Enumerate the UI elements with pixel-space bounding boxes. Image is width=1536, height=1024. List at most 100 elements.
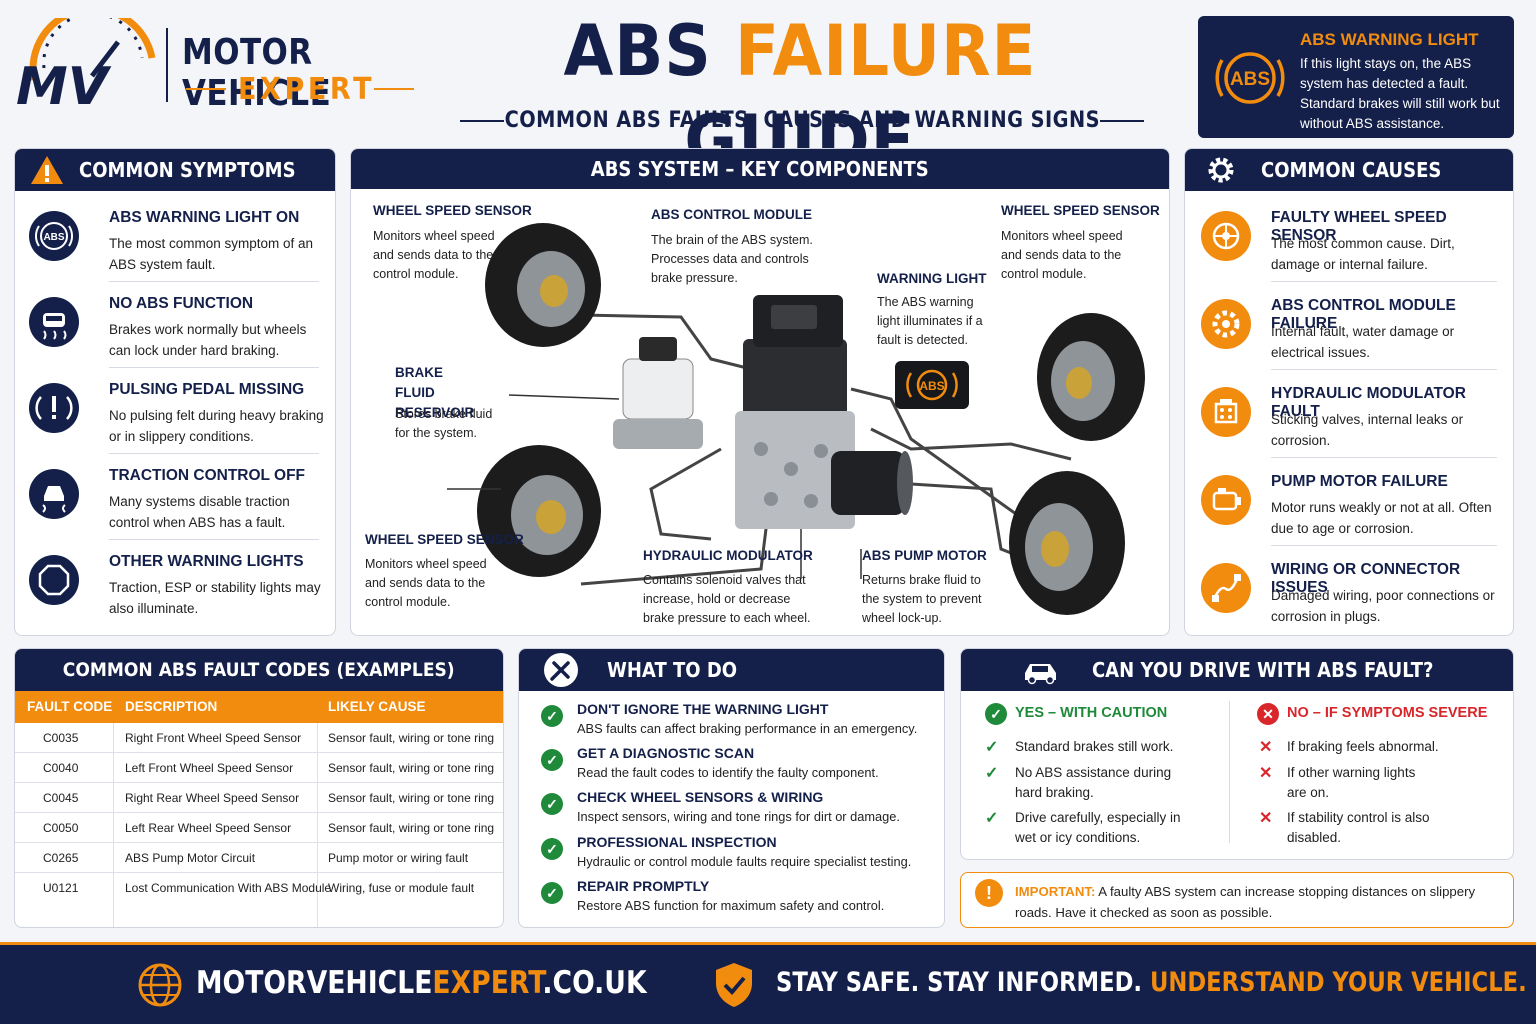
symptom-heading: PULSING PEDAL MISSING bbox=[109, 381, 305, 398]
gear-icon bbox=[1208, 157, 1234, 183]
cause-desc: Internal fault, water damage or electric… bbox=[1271, 324, 1455, 360]
label-abs-pump-motor: ABS PUMP MOTOR bbox=[862, 548, 987, 563]
check-icon: ✓ bbox=[541, 838, 563, 860]
abs-system-diagram: ABS bbox=[447, 223, 1145, 615]
wheel-front-left bbox=[485, 223, 601, 347]
octagon-icon bbox=[29, 555, 79, 605]
motor-icon bbox=[1201, 475, 1251, 525]
symptom-desc: No pulsing felt during heavy braking or … bbox=[109, 408, 324, 444]
symptom-item: NO ABS FUNCTION Brakes work normally but… bbox=[15, 283, 335, 368]
globe-icon bbox=[138, 963, 182, 1007]
check-icon: ✓ bbox=[541, 882, 563, 904]
check-circle-icon: ✓ bbox=[985, 703, 1007, 725]
symptom-heading: ABS WARNING LIGHT ON bbox=[109, 209, 300, 226]
label-warning-light: WARNING LIGHT bbox=[877, 271, 987, 286]
symptom-heading: OTHER WARNING LIGHTS bbox=[109, 553, 304, 570]
symptom-item: TRACTION CONTROL OFF Many systems disabl… bbox=[15, 455, 335, 540]
svg-text:ABS: ABS bbox=[43, 232, 64, 243]
cause-desc: Motor runs weakly or not at all. Often d… bbox=[1271, 500, 1492, 536]
modulator-icon bbox=[1201, 387, 1251, 437]
can-you-drive-panel: CAN YOU DRIVE WITH ABS FAULT? ✓ YES – WI… bbox=[960, 648, 1514, 860]
abs-module-assembly bbox=[735, 295, 913, 529]
logo-divider bbox=[166, 28, 168, 102]
causes-panel: COMMON CAUSES FAULTY WHEEL SPEED SENSOR … bbox=[1184, 148, 1514, 636]
table-row: C0040 Left Front Wheel Speed Sensor Sens… bbox=[15, 753, 503, 783]
wheel-rear-right bbox=[1009, 471, 1125, 615]
cause-item: ABS CONTROL MODULE FAILURE Internal faul… bbox=[1185, 285, 1513, 370]
column-header: LIKELY CAUSE bbox=[328, 699, 426, 714]
x-icon: ✕ bbox=[1259, 810, 1273, 827]
svg-text:ABS: ABS bbox=[919, 379, 944, 393]
symptom-heading: NO ABS FUNCTION bbox=[109, 295, 254, 312]
fault-codes-header: COMMON ABS FAULT CODES (EXAMPLES) bbox=[15, 649, 503, 691]
wheel-sensor-icon bbox=[1201, 211, 1251, 261]
wrench-screwdriver-icon bbox=[544, 653, 578, 687]
car-icon bbox=[1025, 664, 1057, 685]
brand-name-line1: MOTOR VEHICLE bbox=[182, 32, 332, 114]
table-row: C0265 ABS Pump Motor Circuit Pump motor … bbox=[15, 843, 503, 873]
fault-codes-table-header: FAULT CODE DESCRIPTION LIKELY CAUSE bbox=[15, 691, 503, 723]
can-you-drive-header: CAN YOU DRIVE WITH ABS FAULT? bbox=[961, 649, 1513, 691]
svg-text:ABS: ABS bbox=[1230, 69, 1270, 90]
cause-heading: FAULTY WHEEL SPEED SENSOR bbox=[1271, 209, 1447, 244]
table-row: C0035 Right Front Wheel Speed Sensor Sen… bbox=[15, 723, 503, 753]
cause-heading: PUMP MOTOR FAILURE bbox=[1271, 473, 1448, 490]
causes-header: COMMON CAUSES bbox=[1185, 149, 1513, 191]
check-icon: ✓ bbox=[541, 749, 563, 771]
drive-no-column: ✕ NO – IF SYMPTOMS SEVERE ✕ If braking f… bbox=[1257, 703, 1488, 845]
cause-desc: The most common cause. Dirt, damage or i… bbox=[1271, 236, 1455, 272]
brake-fluid-reservoir bbox=[613, 337, 703, 449]
table-row: C0050 Left Rear Wheel Speed Sensor Senso… bbox=[15, 813, 503, 843]
symptom-heading: TRACTION CONTROL OFF bbox=[109, 467, 306, 484]
warning-box-body: If this light stays on, the ABS system h… bbox=[1300, 56, 1500, 131]
website-link[interactable]: MOTORVEHICLEEXPERT.CO.UK bbox=[196, 965, 647, 1001]
cause-heading: ABS CONTROL MODULE FAILURE bbox=[1271, 297, 1456, 332]
symptom-item: OTHER WARNING LIGHTS Traction, ESP or st… bbox=[15, 541, 335, 626]
check-icon: ✓ bbox=[541, 705, 563, 727]
abs-light-icon: ABS bbox=[29, 211, 79, 261]
symptom-desc: Traction, ESP or stability lights may al… bbox=[109, 580, 321, 616]
check-icon: ✓ bbox=[985, 810, 999, 827]
column-header: DESCRIPTION bbox=[125, 699, 218, 714]
svg-text:MV: MV bbox=[16, 57, 112, 108]
wheel-rear-left bbox=[477, 445, 601, 577]
x-icon: ✕ bbox=[1259, 765, 1273, 782]
exclamation-icon bbox=[29, 383, 79, 433]
check-icon: ✓ bbox=[985, 765, 999, 782]
cause-heading: WIRING OR CONNECTOR ISSUES bbox=[1271, 561, 1461, 596]
footer-tagline: STAY SAFE. STAY INFORMED. UNDERSTAND YOU… bbox=[776, 967, 1527, 998]
cause-heading: HYDRAULIC MODULATOR FAULT bbox=[1271, 385, 1466, 420]
symptoms-panel: COMMON SYMPTOMS ABS ABS WARNING LIGHT ON… bbox=[14, 148, 336, 636]
what-to-do-panel: WHAT TO DO ✓DON'T IGNORE THE WARNING LIG… bbox=[518, 648, 945, 928]
abs-warning-icon: ABS bbox=[1215, 52, 1285, 104]
components-panel: ABS SYSTEM – KEY COMPONENTS bbox=[350, 148, 1170, 636]
x-circle-icon: ✕ bbox=[1257, 703, 1279, 725]
brand-name-line2: EXPERT bbox=[238, 72, 376, 107]
fault-codes-panel: COMMON ABS FAULT CODES (EXAMPLES) FAULT … bbox=[14, 648, 504, 928]
what-to-do-header: WHAT TO DO bbox=[519, 649, 944, 691]
symptom-desc: Many systems disable traction control wh… bbox=[109, 494, 290, 530]
label-wss-front-right: WHEEL SPEED SENSOR bbox=[1001, 203, 1160, 218]
table-row: U0121 Lost Communication With ABS Module… bbox=[43, 881, 475, 895]
symptom-desc: The most common symptom of an ABS system… bbox=[109, 236, 314, 272]
wheel-front-right bbox=[1037, 313, 1145, 441]
drive-yes-column: ✓ YES – WITH CAUTION ✓ Standard brakes s… bbox=[985, 703, 1181, 845]
label-wss-rear-left: WHEEL SPEED SENSOR bbox=[365, 532, 524, 547]
components-header: ABS SYSTEM – KEY COMPONENTS bbox=[351, 149, 1169, 189]
wiring-icon bbox=[1201, 563, 1251, 613]
skidding-car-icon bbox=[29, 297, 79, 347]
shield-check-icon bbox=[716, 963, 752, 1007]
x-icon: ✕ bbox=[1259, 739, 1273, 756]
traction-car-icon bbox=[29, 469, 79, 519]
label-brake-fluid-reservoir: BRAKE FLUID RESERVOIR bbox=[395, 365, 475, 420]
footer: MOTORVEHICLEEXPERT.CO.UK STAY SAFE. STAY… bbox=[0, 942, 1536, 1024]
cause-item: PUMP MOTOR FAILURE Motor runs weakly or … bbox=[1185, 461, 1513, 546]
cause-desc: Damaged wiring, poor connections or corr… bbox=[1271, 588, 1495, 624]
symptom-item: ABS ABS WARNING LIGHT ON The most common… bbox=[15, 197, 335, 282]
symptom-item: PULSING PEDAL MISSING No pulsing felt du… bbox=[15, 369, 335, 454]
